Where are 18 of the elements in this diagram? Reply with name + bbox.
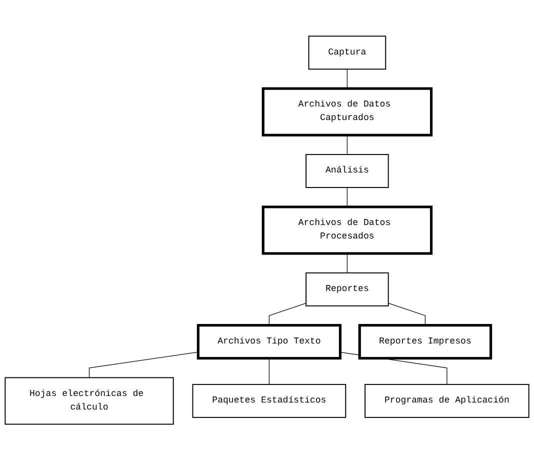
- connector: [346, 68, 348, 89]
- node-box: Archivos Tipo Texto: [196, 324, 342, 360]
- node-box: Archivos de Datos Capturados: [262, 87, 433, 136]
- node-box: Hojas electrónicas de cálculo: [4, 376, 174, 424]
- node-box: Programas de Aplicación: [364, 384, 530, 418]
- node-box: Reportes Impresos: [358, 324, 492, 360]
- connector: [268, 358, 270, 385]
- node-box: Análisis: [306, 154, 389, 188]
- node-box: Archivos de Datos Procesados: [262, 205, 433, 255]
- node-box: Reportes: [306, 272, 389, 306]
- connector: [268, 302, 306, 326]
- connector: [346, 186, 348, 208]
- connector: [346, 252, 348, 273]
- connector: [88, 352, 198, 378]
- node-box: Paquetes Estadísticos: [192, 384, 346, 418]
- connector: [346, 134, 348, 155]
- node-box: Captura: [308, 35, 386, 70]
- connector: [388, 302, 426, 326]
